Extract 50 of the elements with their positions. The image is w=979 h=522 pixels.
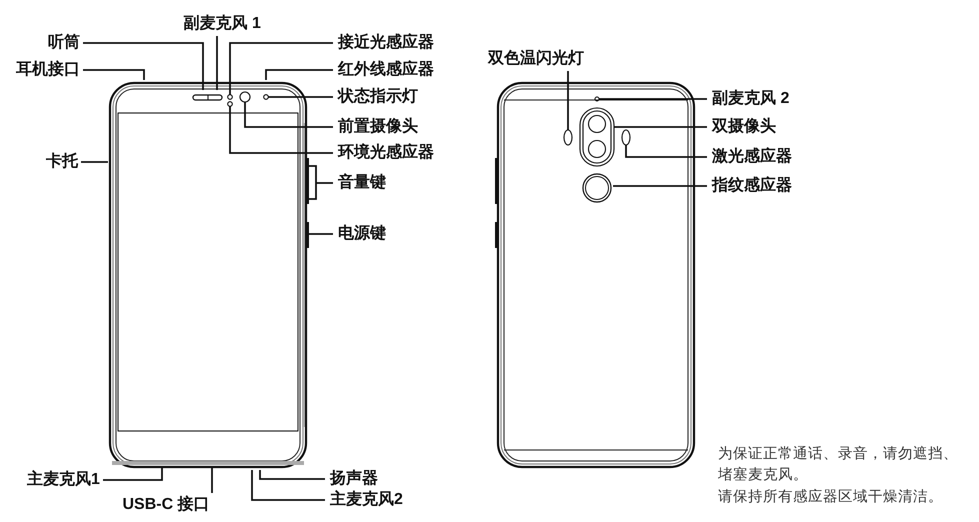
leader-line	[599, 98, 707, 100]
leader-line	[81, 161, 108, 163]
leader-line	[625, 145, 707, 158]
part-label: 卡托	[46, 152, 78, 172]
part-label: 前置摄像头	[338, 117, 418, 137]
camera-lens	[239, 91, 251, 103]
leader-line	[83, 69, 145, 80]
leader-line	[614, 126, 707, 128]
leader-line	[265, 69, 333, 80]
leader-line	[251, 470, 325, 501]
leader-line	[211, 468, 213, 493]
leader-line	[244, 102, 333, 128]
part-label: 电源键	[338, 224, 386, 244]
leader-line	[613, 185, 707, 187]
sensor-oval	[621, 129, 631, 146]
part-label: 副麦克风 1	[184, 14, 261, 34]
mic-hole	[594, 96, 600, 102]
part-label: 双色温闪光灯	[488, 49, 584, 69]
note-text: 请保持所有感应器区域干燥清洁。	[718, 488, 944, 507]
leader-line	[83, 42, 204, 90]
leader-line	[308, 233, 333, 235]
part-label: 耳机接口	[16, 60, 80, 80]
part-label: 主麦克风1	[27, 470, 100, 490]
part-label: 双摄像头	[712, 117, 776, 137]
part-label: 环境光感应器	[338, 143, 434, 163]
camera-module	[579, 107, 615, 167]
leader-line	[308, 165, 334, 200]
leader-line	[268, 96, 333, 98]
leader-line	[229, 42, 333, 95]
indicator-dot	[263, 94, 269, 100]
leader-line	[259, 470, 325, 480]
part-label: 听筒	[48, 33, 80, 53]
sensor-dot	[227, 94, 233, 100]
part-label: 主麦克风2	[330, 490, 403, 510]
part-label: 副麦克风 2	[712, 89, 790, 109]
part-label: 红外线感应器	[338, 60, 434, 80]
leader-line	[103, 468, 163, 481]
sensor-dot	[227, 101, 233, 107]
part-label: 指纹感应器	[712, 176, 792, 196]
leader-line	[567, 71, 569, 130]
part-label: 扬声器	[330, 469, 378, 489]
leader-line	[229, 106, 333, 154]
part-label: 接近光感应器	[338, 33, 434, 53]
flash-oval	[563, 129, 573, 146]
part-label: USB-C 接口	[122, 495, 210, 515]
part-label: 激光感应器	[712, 147, 792, 167]
part-label: 状态指示灯	[338, 87, 418, 107]
part-label: 音量键	[338, 173, 386, 193]
note-text: 为保证正常通话、录音，请勿遮挡、堵塞麦克风。	[718, 444, 959, 485]
leader-line	[216, 36, 218, 90]
